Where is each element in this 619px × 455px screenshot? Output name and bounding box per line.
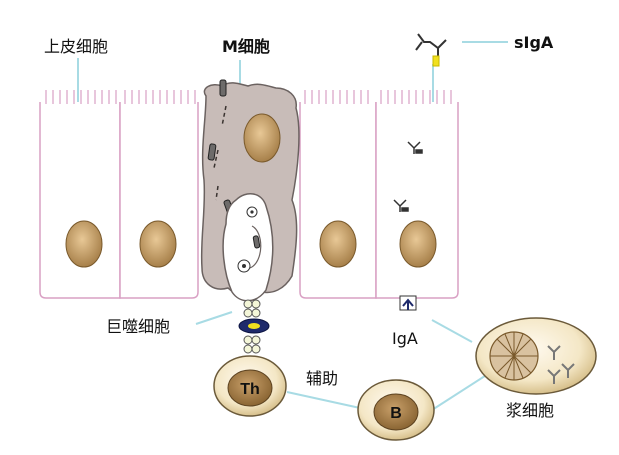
label-epithelial-cell: 上皮细胞 xyxy=(44,37,108,56)
label-plasma-cell: 浆细胞 xyxy=(506,401,554,420)
epithelial-cell-left-2 xyxy=(119,90,199,299)
nucleus xyxy=(399,220,437,268)
siga-antibody-icon xyxy=(415,33,447,67)
epithelial-cell-right-1 xyxy=(299,90,377,299)
macrophage xyxy=(222,193,274,302)
iga-vesicle-icon xyxy=(393,199,409,212)
b-cell: B xyxy=(357,379,435,441)
connector-b-plasma xyxy=(431,373,489,411)
antigen-particle-icon xyxy=(252,235,261,249)
epithelial-cell-left-1 xyxy=(39,90,121,299)
antibody-icon xyxy=(547,345,575,384)
nucleus xyxy=(243,113,281,163)
epithelial-cell-right-2 xyxy=(375,90,459,299)
nucleus xyxy=(319,220,357,268)
connector-plasma-iga xyxy=(431,319,473,343)
label-iga: IgA xyxy=(392,329,418,348)
antigen-particle-icon xyxy=(219,79,227,97)
plasma-cell xyxy=(475,317,597,395)
connector-macrophage-label xyxy=(195,311,233,325)
iga-vesicle-icon xyxy=(407,141,423,154)
label-siga: sIgA xyxy=(514,33,554,52)
nucleus xyxy=(65,220,103,268)
b-cell-label: B xyxy=(390,405,402,422)
label-macrophage: 巨噬细胞 xyxy=(106,317,170,336)
connector-th-b xyxy=(286,391,361,409)
iga-receptor-icon xyxy=(399,295,417,311)
label-helper: 辅助 xyxy=(306,369,338,388)
th-cell: Th xyxy=(213,355,287,417)
label-m-cell: M细胞 xyxy=(222,37,270,56)
nucleus xyxy=(139,220,177,268)
th-cell-label: Th xyxy=(240,381,260,398)
m-cell xyxy=(200,79,300,302)
antigen-presentation xyxy=(238,299,270,354)
antigen-particle-icon xyxy=(207,143,217,161)
